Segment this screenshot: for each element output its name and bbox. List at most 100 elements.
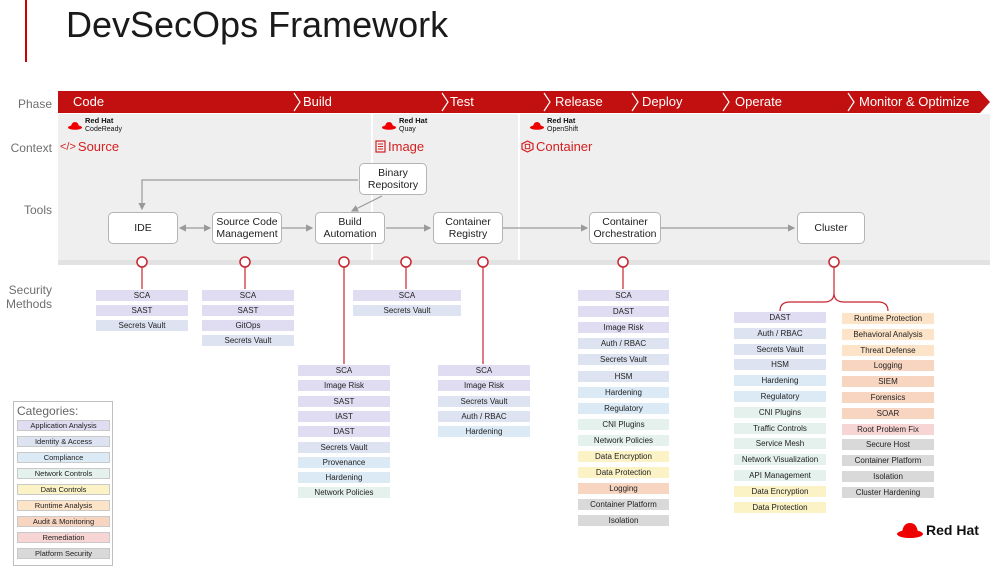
security-method-item: SCA (578, 290, 669, 301)
security-method-item: CNI Plugins (578, 418, 669, 430)
brand-logo-text: Red Hat (926, 522, 979, 538)
security-method-item: Container Platform (578, 499, 669, 511)
security-method-item: Traffic Controls (734, 422, 826, 434)
security-method-item: Regulatory (578, 402, 669, 414)
security-method-item: SCA (438, 365, 530, 376)
legend-item-audit-monitoring: Audit & Monitoring (17, 516, 110, 527)
security-method-item: Secrets Vault (96, 320, 188, 331)
security-method-item: CNI Plugins (734, 406, 826, 418)
security-method-item: Network Policies (578, 434, 669, 446)
tool-label: Orchestration (593, 228, 657, 240)
row-label-phase: Phase (17, 97, 52, 111)
security-method-item: Root Problem Fix (842, 423, 934, 435)
security-method-item: Secrets Vault (734, 343, 826, 355)
red-hat-icon (530, 121, 544, 130)
security-method-item: Isolation (578, 515, 669, 527)
legend-item-data-controls: Data Controls (17, 484, 110, 495)
phase-deploy: Deploy (642, 94, 683, 109)
security-method-item: Data Encryption (578, 451, 669, 462)
legend-item-runtime-analysis: Runtime Analysis (17, 500, 110, 511)
security-method-item: SCA (96, 290, 188, 301)
security-method-item: Cluster Hardening (842, 486, 934, 498)
security-method-item: SCA (202, 290, 294, 301)
tool-label: Build (338, 216, 362, 228)
security-method-item: Behavioral Analysis (842, 328, 934, 340)
security-method-item: SOAR (842, 407, 934, 419)
red-hat-icon (897, 523, 923, 538)
phase-test: Test (450, 94, 474, 109)
security-method-item: Hardening (578, 386, 669, 398)
row-label-tools: Tools (23, 203, 52, 217)
security-method-item: Isolation (842, 471, 934, 482)
security-method-item: Network Policies (298, 487, 390, 499)
security-method-item: DAST (298, 426, 390, 438)
security-method-item: Container Platform (842, 455, 934, 467)
security-method-item: Hardening (734, 375, 826, 387)
security-method-item: Secrets Vault (298, 441, 390, 453)
tool-label: IDE (134, 222, 152, 234)
security-method-item: DAST (734, 312, 826, 323)
security-method-item: Data Encryption (734, 485, 826, 497)
red-hat-logo: Red Hat (897, 521, 979, 539)
security-method-item: Hardening (298, 472, 390, 484)
phase-code: Code (73, 94, 105, 109)
context-label: Image (388, 139, 425, 154)
product-brand: Red Hat (547, 116, 576, 125)
security-method-item: Secrets Vault (202, 335, 294, 346)
tool-label: Container (445, 216, 491, 228)
legend-title: Categories: (17, 404, 79, 418)
legend-item-identity-access: Identity & Access (17, 436, 110, 447)
phase-release: Release (555, 94, 603, 109)
row-label-methods: Methods (5, 297, 52, 311)
security-method-item: Threat Defense (842, 344, 934, 356)
security-method-item: Image Risk (298, 380, 390, 392)
legend-item-application-analysis: Application Analysis (17, 420, 110, 431)
security-method-item: Secrets Vault (438, 395, 530, 407)
security-method-item: Secrets Vault (578, 354, 669, 366)
security-method-item: SCA (353, 290, 461, 301)
product-brand: Red Hat (399, 116, 428, 125)
security-method-item: Network Visualization (734, 454, 826, 466)
security-method-item: Runtime Protection (842, 313, 934, 324)
security-method-item: Image Risk (578, 322, 669, 334)
product-name: Quay (399, 125, 416, 133)
security-method-item: Secure Host (842, 439, 934, 451)
row-label-context: Context (10, 141, 52, 155)
tool-label: Management (216, 228, 278, 240)
security-method-item: Regulatory (734, 391, 826, 402)
legend-item-compliance: Compliance (17, 452, 110, 463)
security-method-item: API Management (734, 470, 826, 481)
container-icon (521, 140, 534, 153)
security-method-item: SAST (298, 395, 390, 407)
legend-item-remediation: Remediation (17, 532, 110, 543)
code-icon: </> (60, 140, 76, 153)
security-method-item: Forensics (842, 392, 934, 403)
row-label-security: Security (8, 283, 52, 297)
phase-build: Build (303, 94, 332, 109)
legend-item-platform-security: Platform Security (17, 548, 110, 559)
title-accent-bar (25, 0, 27, 62)
legend-item-network-controls: Network Controls (17, 468, 110, 479)
phase-monitor-optimize: Monitor & Optimize (859, 94, 970, 109)
context-band-baseline (58, 260, 990, 265)
product-brand: Red Hat (85, 116, 114, 125)
tool-label: Automation (323, 228, 377, 240)
security-method-item: Service Mesh (734, 438, 826, 450)
security-method-item: Secrets Vault (353, 305, 461, 316)
security-method-item: SAST (96, 305, 188, 316)
context-container: Container (521, 139, 592, 154)
context-image: Image (375, 139, 424, 154)
context-source: </> Source (60, 139, 119, 154)
tool-label: Source Code (216, 216, 278, 228)
security-method-item: HSM (578, 370, 669, 382)
security-method-item: Auth / RBAC (734, 327, 826, 339)
phase-bar (58, 91, 990, 113)
